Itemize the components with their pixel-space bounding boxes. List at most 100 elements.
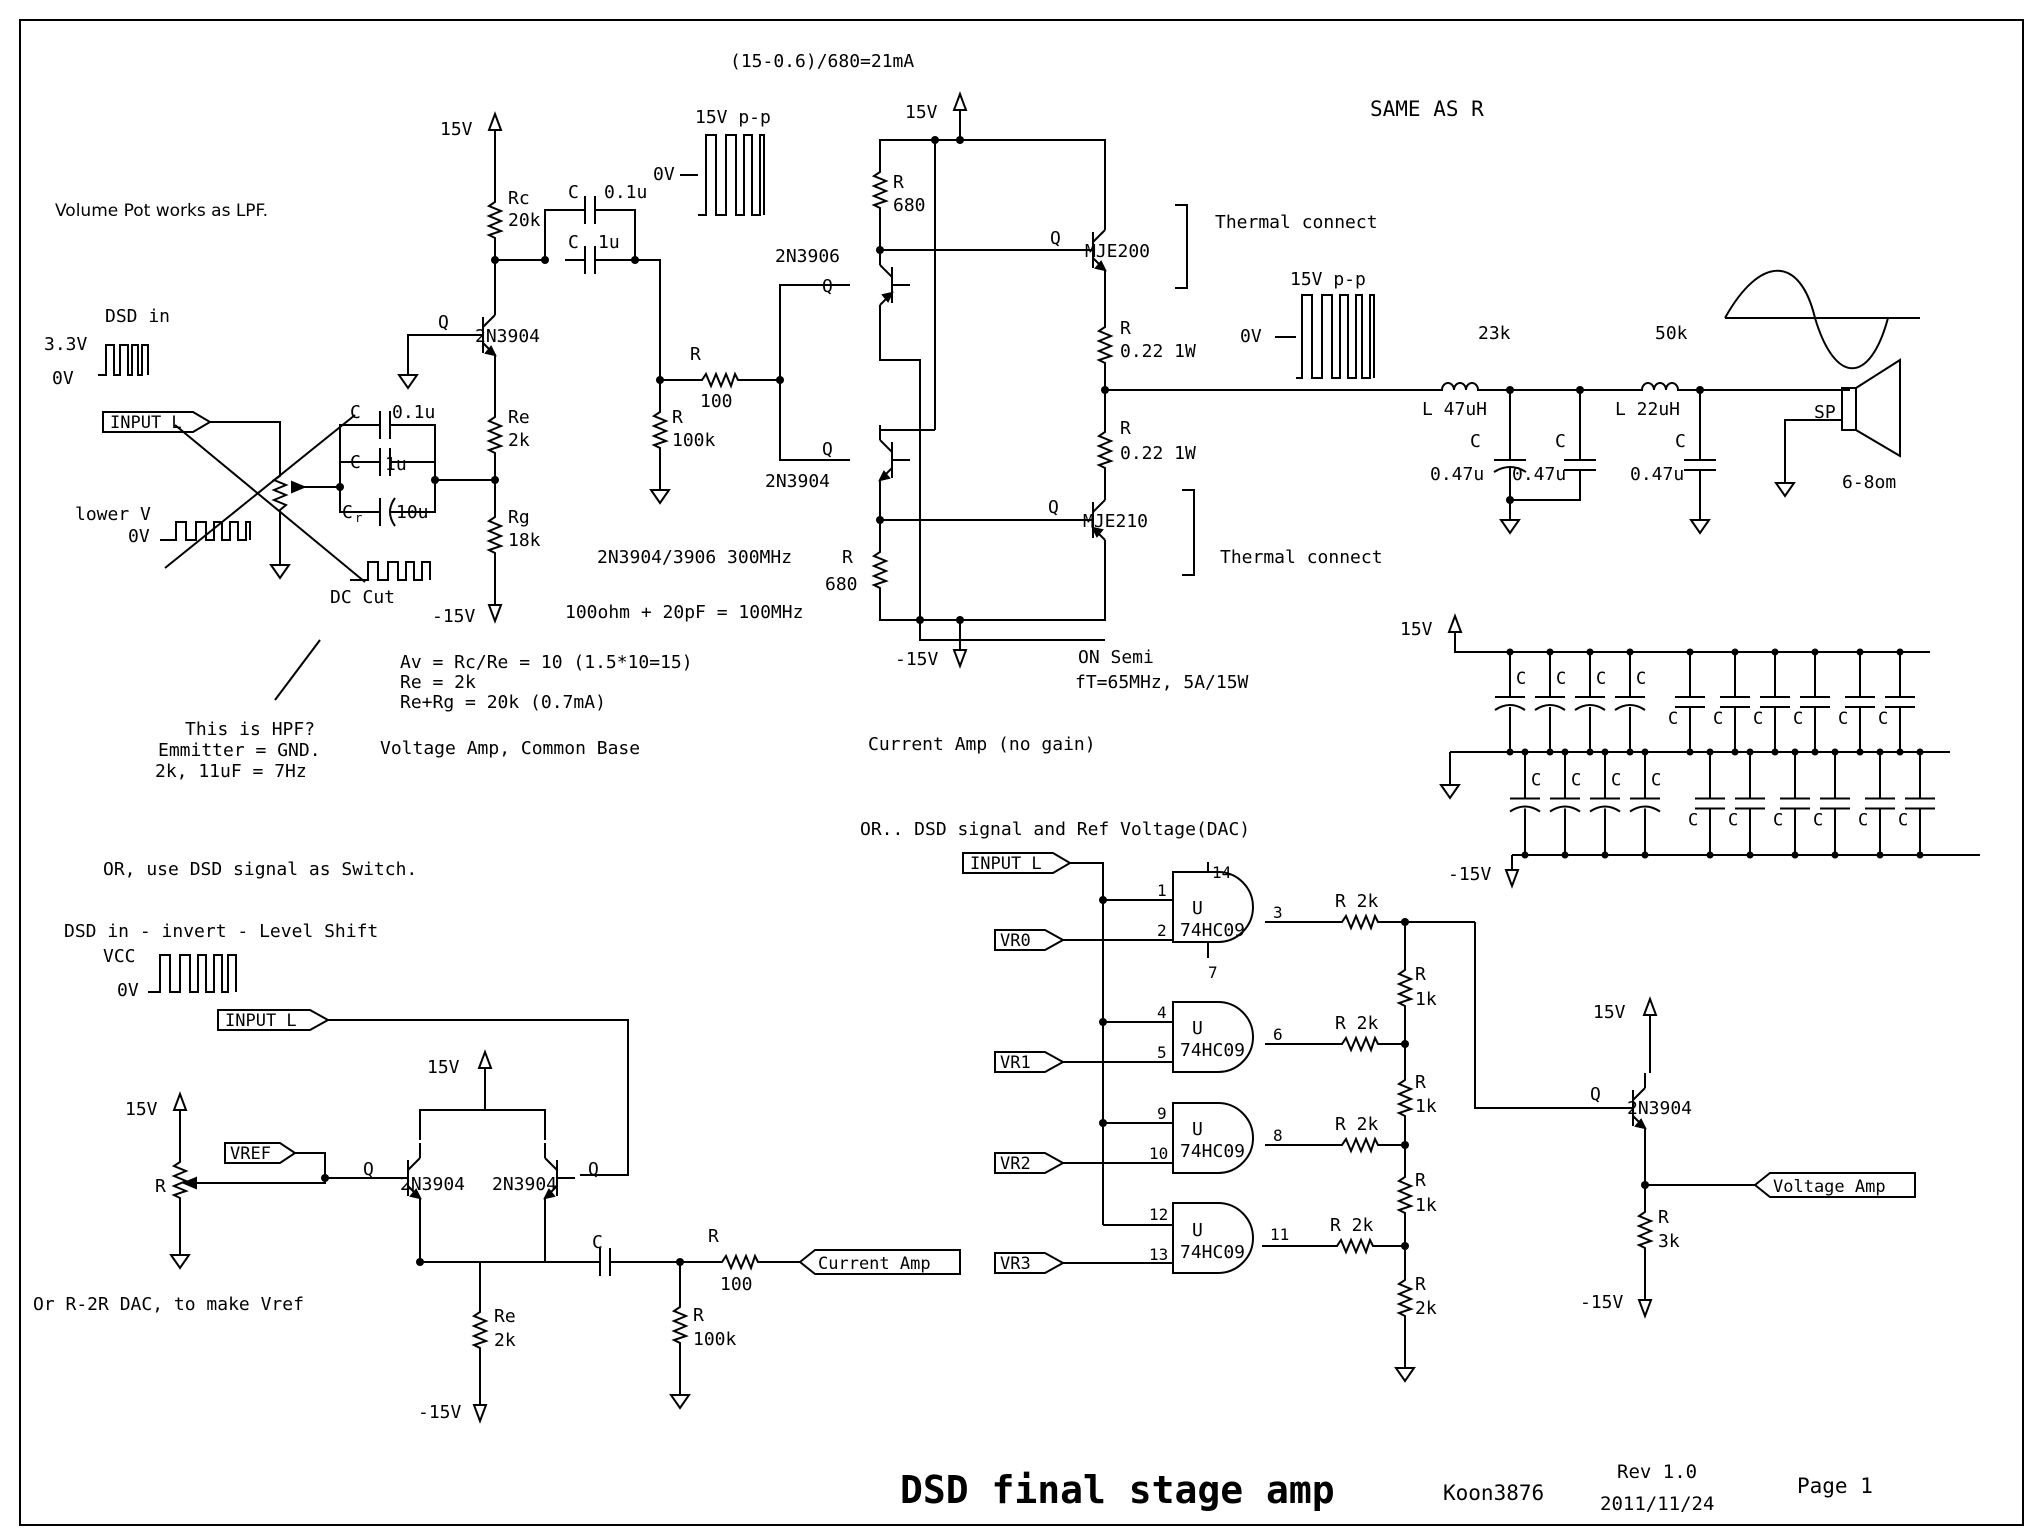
pp15-label-2: 15V p-p	[1290, 269, 1366, 290]
pp15-label-1: 15V p-p	[695, 107, 771, 128]
and-gates: 1 2 3 14 7 U 74HC09 4 5 6 U 74HC09 9 10 …	[1063, 862, 1289, 1274]
junction-dot	[1641, 851, 1649, 859]
on-semi: ON Semi	[1078, 647, 1154, 668]
junction-dot	[1896, 748, 1904, 756]
junction-dot	[1641, 748, 1649, 756]
r680-top: 680	[893, 195, 926, 216]
vm15-label-4: -15V	[418, 1402, 462, 1423]
junction-dot	[1686, 648, 1694, 656]
f23k: 23k	[1478, 323, 1511, 344]
decoupling-cap-label: C	[1838, 709, 1848, 729]
input-l-tag-1: INPUT L	[102, 411, 212, 433]
junction-dot	[1506, 648, 1514, 656]
decoupling-cap-label: C	[1728, 811, 1738, 831]
v0-label-4: 0V	[1240, 326, 1262, 347]
re-label-2: Re	[494, 1306, 516, 1327]
r-label-022-top: R	[1120, 318, 1131, 339]
rc-val: 20k	[508, 210, 541, 231]
vref-label: VREF	[230, 1144, 271, 1164]
input-l-tag-3: INPUT L	[962, 852, 1072, 874]
hc09-1: 74HC09	[1180, 920, 1245, 941]
decoupling-cap-label: C	[1813, 811, 1823, 831]
u-label-2: U	[1192, 1018, 1203, 1039]
bw-note: 2N3904/3906 300MHz	[597, 547, 792, 568]
r2k-bot: 2k	[1415, 1298, 1437, 1319]
pp-wave-1: 15V p-p 0V	[653, 107, 771, 216]
l47-label: L 47uH	[1422, 399, 1487, 420]
junction-dot	[1601, 748, 1609, 756]
pin3: 3	[1273, 903, 1283, 922]
voltage-amp-cb: Voltage Amp, Common Base	[380, 738, 640, 759]
hpf-q: This is HPF?	[185, 719, 315, 740]
val-01u: 0.1u	[392, 402, 435, 423]
input-l-text-2: INPUT L	[225, 1011, 297, 1031]
r-label-1k-1: R	[1415, 964, 1426, 985]
decoupling-capacitor: C	[1629, 752, 1661, 855]
val-1u: 1u	[385, 454, 407, 475]
q-label-pnp: Q	[822, 276, 833, 297]
junction-dot	[1771, 648, 1779, 656]
decoupling-cap-label: C	[1753, 709, 1763, 729]
decoupling-cap-label: C	[1516, 669, 1526, 689]
junction-dot	[1626, 648, 1634, 656]
decoupling-cap-label: C	[1773, 811, 1783, 831]
junction-dot	[1811, 748, 1819, 756]
r100-diff: 100	[720, 1274, 753, 1295]
c047-1: 0.47u	[1430, 464, 1484, 485]
decoupling-capacitor: C	[1898, 752, 1935, 855]
decoupling-capacitor: C	[1878, 652, 1915, 752]
dsd-in-waveform: DSD in 3.3V 0V	[44, 306, 170, 389]
lower-v-wave	[160, 521, 251, 541]
u-label-4: U	[1192, 1220, 1203, 1241]
junction-dot	[1546, 748, 1554, 756]
junction-dot	[1561, 851, 1569, 859]
same-as-r: SAME AS R	[1370, 97, 1484, 121]
vref-pot: 15V R VREF	[125, 1093, 390, 1269]
r2k-3: R 2k	[1335, 1114, 1379, 1135]
v0-label-5: 0V	[117, 980, 139, 1001]
vm15-label-3: -15V	[1448, 864, 1492, 885]
dc-cut-label: DC Cut	[330, 587, 395, 608]
junction-dot	[1601, 851, 1609, 859]
decoupling-capacitor: C	[1614, 652, 1646, 752]
decoupling-bank: 15V -15V	[1400, 615, 1980, 887]
pin5: 5	[1157, 1043, 1167, 1062]
r100k-val: 100k	[672, 430, 716, 451]
dc-cut-wave	[350, 561, 431, 581]
c-label-diff: C	[592, 1232, 603, 1253]
speaker-ohm: 6-8om	[1842, 472, 1896, 493]
pin11: 11	[1270, 1225, 1289, 1244]
junction-dot	[1831, 851, 1839, 859]
r-label-100: R	[690, 344, 701, 365]
r-label-vref: R	[155, 1176, 166, 1197]
pin8: 8	[1273, 1126, 1283, 1145]
decoupling-capacitor: C	[1589, 752, 1621, 855]
r2k-4: R 2k	[1330, 1215, 1374, 1236]
decoupling-cap-label: C	[1651, 771, 1661, 791]
f50k: 50k	[1655, 323, 1688, 344]
hc09-3: 74HC09	[1180, 1141, 1245, 1162]
volume-pot	[270, 470, 340, 579]
sp-label: SP	[1814, 402, 1836, 423]
lower-v-label: lower V	[75, 504, 151, 525]
pin9: 9	[1157, 1104, 1167, 1123]
rc-label: Rc	[508, 188, 530, 209]
re-val: 2k	[508, 430, 530, 451]
decoupling-cap-label: C	[1611, 771, 1621, 791]
r100k-diff: 100k	[693, 1329, 737, 1350]
current-amp-nogain: Current Amp (no gain)	[868, 734, 1096, 755]
r-label-diff-100: R	[708, 1226, 719, 1247]
junction-dot	[1876, 851, 1884, 859]
junction-dot	[1626, 748, 1634, 756]
v0-label-1: 0V	[52, 368, 74, 389]
c047-2: 0.47u	[1512, 464, 1566, 485]
decoupling-capacitor: C	[1534, 652, 1566, 752]
cross-out-line-1	[174, 424, 366, 583]
decoupling-capacitor: C	[1549, 752, 1581, 855]
q-label-mje200: Q	[1050, 228, 1061, 249]
hpf-pointer	[274, 639, 321, 701]
val-01u-2: 0.1u	[604, 182, 647, 203]
cr-label: C	[342, 502, 353, 523]
r100-val: 100	[700, 391, 733, 412]
hpf-calc: 2k, 11uF = 7Hz	[155, 761, 307, 782]
